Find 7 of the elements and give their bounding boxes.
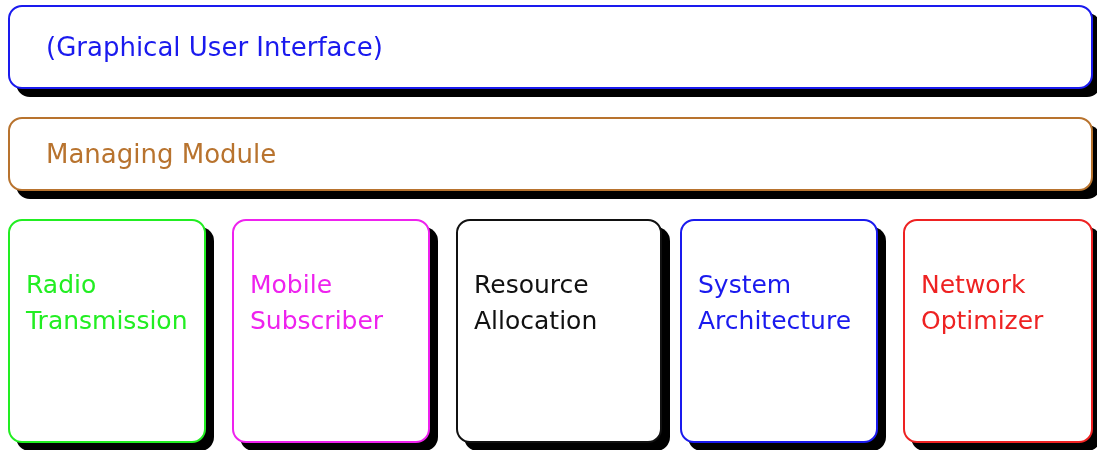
box-label: Managing Module	[46, 139, 277, 169]
box-label: (Graphical User Interface)	[46, 32, 383, 62]
box-label: Radio Transmission	[25, 269, 189, 337]
box-label: Mobile Subscriber	[249, 269, 385, 337]
box-label: Network Optimizer	[920, 269, 1045, 337]
box-label: Resource Allocation	[473, 269, 599, 337]
box-label: System Architecture	[697, 269, 853, 337]
